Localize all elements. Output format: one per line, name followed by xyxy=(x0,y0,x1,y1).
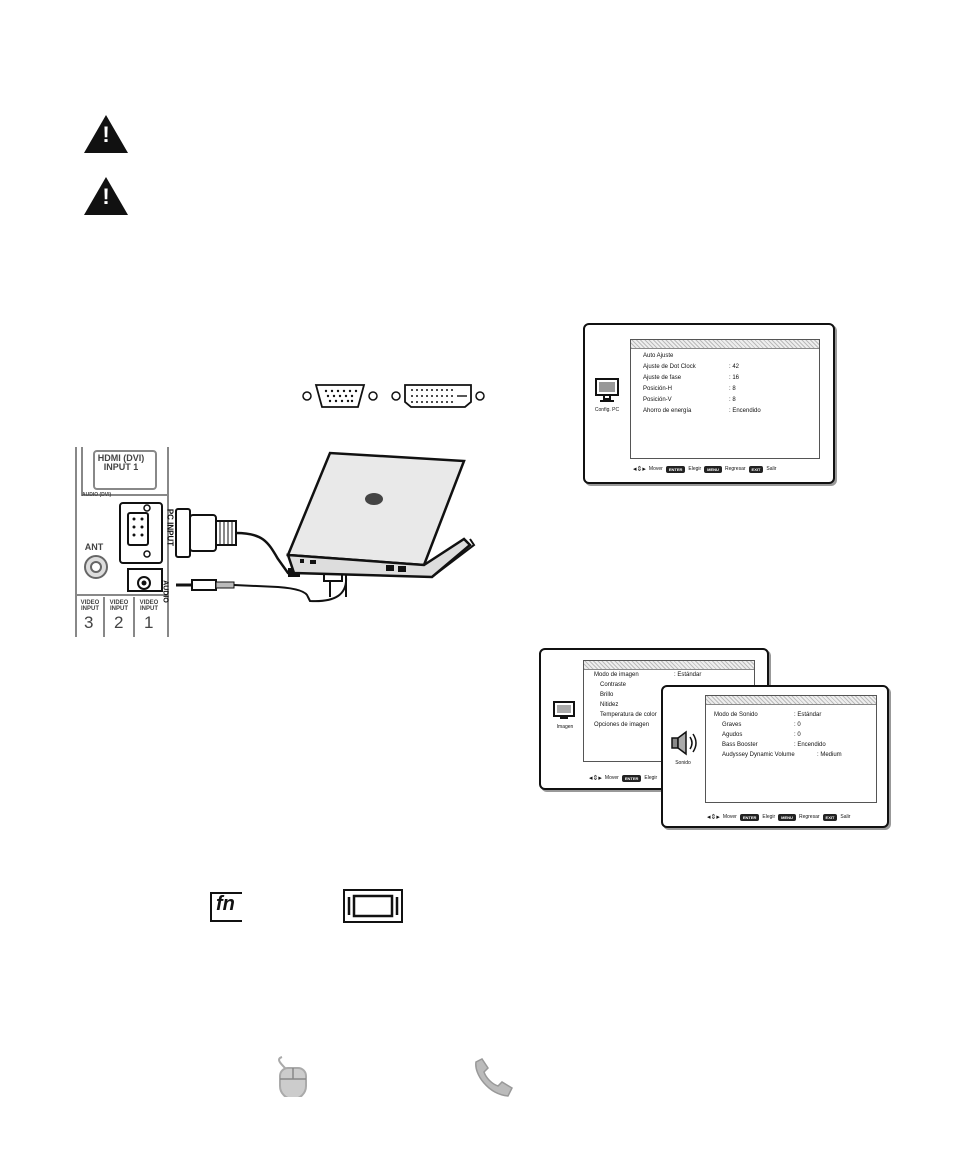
image-caption: Imagen xyxy=(556,724,574,730)
video-input-3-number: 3 xyxy=(84,613,94,632)
sound-menu-panel: Modo de Sonido : Estándar Graves : 0 Agu… xyxy=(705,695,877,803)
menu-item[interactable]: Ahorro de energía xyxy=(643,408,692,414)
warning-icon: ! xyxy=(84,177,128,215)
exit-key: EXIT xyxy=(748,465,764,473)
video-input-1-label: VIDEO INPUT xyxy=(139,600,159,612)
nav-arrows-icon: ◂⇕▸ xyxy=(633,466,646,473)
menu-value: : Medium xyxy=(817,752,842,758)
ant-label: ANT xyxy=(84,542,104,552)
footer-enter: Elegir xyxy=(762,814,776,820)
menu-item[interactable]: Modo de Sonido xyxy=(714,712,758,718)
pc-config-caption: Config. PC xyxy=(594,407,620,413)
mouse-icon xyxy=(278,1056,307,1097)
footer-move: Mover xyxy=(604,775,619,781)
dvi-connector-icon xyxy=(391,384,485,408)
pc-config-menu: Config. PC Auto Ajuste Ajuste de Dot Clo… xyxy=(583,323,835,484)
footer-move: Mover xyxy=(648,466,663,472)
video-input-2-number: 2 xyxy=(114,613,124,632)
video-input-2-label: VIDEO INPUT xyxy=(109,600,129,612)
menu-item[interactable]: Temperatura de color xyxy=(600,712,657,718)
footer-enter: Elegir xyxy=(644,775,658,781)
menu-item[interactable]: Bass Booster xyxy=(722,742,758,748)
tv-connection-diagram: HDMI (DVI) INPUT 1 AUDIO (DVI) PC INPUT … xyxy=(68,447,478,637)
menu-value: : Estándar xyxy=(794,712,822,718)
fn-key-label: fn xyxy=(216,893,235,915)
video-input-1-number: 1 xyxy=(144,613,154,632)
menu-value: : 0 xyxy=(794,732,801,738)
menu-item[interactable]: Audyssey Dynamic Volume xyxy=(722,752,795,758)
hdmi-label: HDMI (DVI) INPUT 1 xyxy=(97,453,145,472)
menu-value: : 8 xyxy=(729,386,736,392)
menu-key: MENU xyxy=(778,813,796,821)
monitor-icon xyxy=(595,378,619,402)
fn-key-icon: fn xyxy=(210,892,242,922)
menu-value: : 8 xyxy=(729,397,736,403)
menu-item[interactable]: Ajuste de Dot Clock xyxy=(643,364,696,370)
vga-connector-icon xyxy=(302,384,378,408)
footer-exit: Salir xyxy=(840,814,851,820)
warning-icon: ! xyxy=(84,115,128,153)
menu-item[interactable]: Contraste xyxy=(600,682,627,688)
menu-item[interactable]: Nitidez xyxy=(600,702,619,708)
menu-item[interactable]: Graves xyxy=(722,722,742,728)
sound-caption: Sonido xyxy=(675,760,691,766)
nav-arrows-icon: ◂⇕▸ xyxy=(707,814,720,821)
menu-value: : Encendido xyxy=(729,408,761,414)
footer-menu: Regresar xyxy=(798,814,820,820)
menu-item[interactable]: Posición-V xyxy=(643,397,672,403)
screen-icon xyxy=(343,889,403,923)
audio-dvi-label: AUDIO (DVI) xyxy=(82,492,112,498)
footer-menu: Regresar xyxy=(724,466,746,472)
speaker-icon xyxy=(671,730,697,756)
menu-value: : 42 xyxy=(729,364,740,370)
menu-value: : 0 xyxy=(794,722,801,728)
menu-item[interactable]: Opciones de imagen xyxy=(594,722,650,728)
footer-move: Mover xyxy=(722,814,737,820)
enter-key: ENTER xyxy=(621,774,642,782)
menu-value: : Estándar xyxy=(674,672,702,678)
phone-icon xyxy=(475,1058,513,1097)
exit-key: EXIT xyxy=(822,813,838,821)
menu-item[interactable]: Posición-H xyxy=(643,386,673,392)
pc-input-label: PC INPUT xyxy=(165,508,175,547)
menu-key: MENU xyxy=(704,465,722,473)
menu-value: : 16 xyxy=(729,375,740,381)
sound-menu: Sonido Modo de Sonido : Estándar Graves … xyxy=(661,685,889,828)
menu-item[interactable]: Modo de imagen xyxy=(594,672,639,678)
menu-item[interactable]: Agudos xyxy=(722,732,743,738)
nav-arrows-icon: ◂⇕▸ xyxy=(589,775,602,782)
menu-value: : Encendido xyxy=(794,742,826,748)
image-icon xyxy=(553,701,575,719)
menu-item[interactable]: Auto Ajuste xyxy=(643,353,674,359)
menu-item[interactable]: Brillo xyxy=(600,692,614,698)
footer-exit: Salir xyxy=(766,466,777,472)
video-input-3-label: VIDEO INPUT xyxy=(80,600,100,612)
enter-key: ENTER xyxy=(739,813,760,821)
pc-menu-panel: Auto Ajuste Ajuste de Dot Clock : 42 Aju… xyxy=(630,339,820,459)
footer-enter: Elegir xyxy=(688,466,702,472)
menu-item[interactable]: Ajuste de fase xyxy=(643,375,682,381)
enter-key: ENTER xyxy=(665,465,686,473)
